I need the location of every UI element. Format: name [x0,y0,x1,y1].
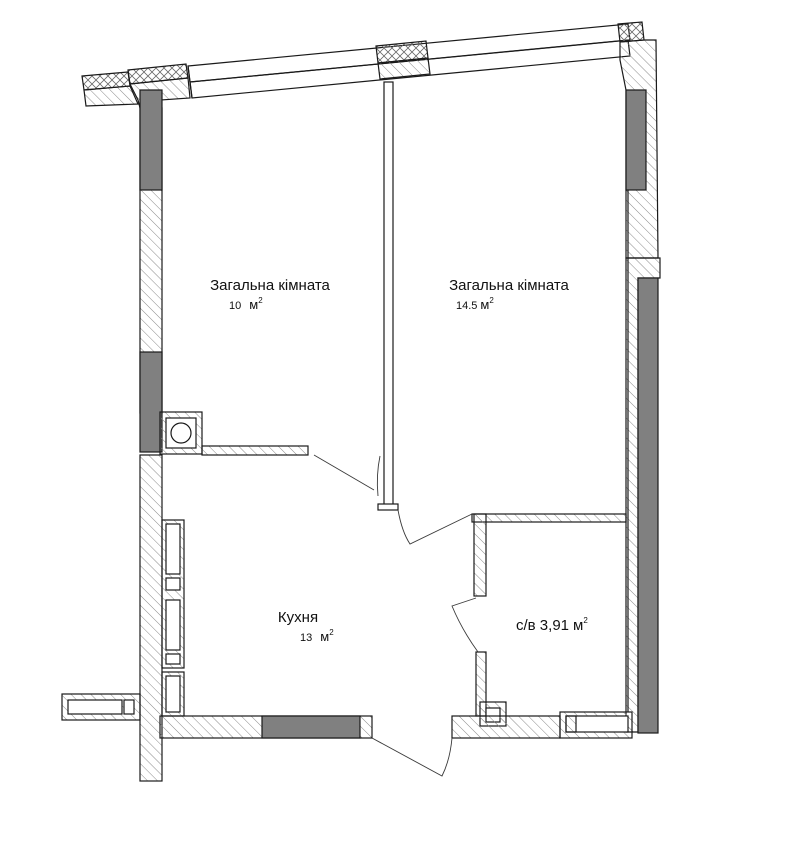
window-pier-left [81,63,191,109]
middle-partition [377,81,399,511]
room-name: Загальна кімната [210,277,330,294]
ventilation-shaft [159,411,203,455]
door-swings [313,454,479,777]
right-outer-wall [625,89,661,734]
bottom-wall-right [451,711,633,739]
room-name: Кухня [278,609,318,626]
partition-left-room [201,445,309,456]
external-ledge [61,693,141,721]
room-name: Загальна кімната [449,277,569,294]
kitchen-cabinets [161,519,185,717]
bottom-wall-left [159,715,373,739]
left-outer-wall [139,89,163,782]
window-pier-middle [375,40,431,80]
bathroom-walls [471,513,627,727]
